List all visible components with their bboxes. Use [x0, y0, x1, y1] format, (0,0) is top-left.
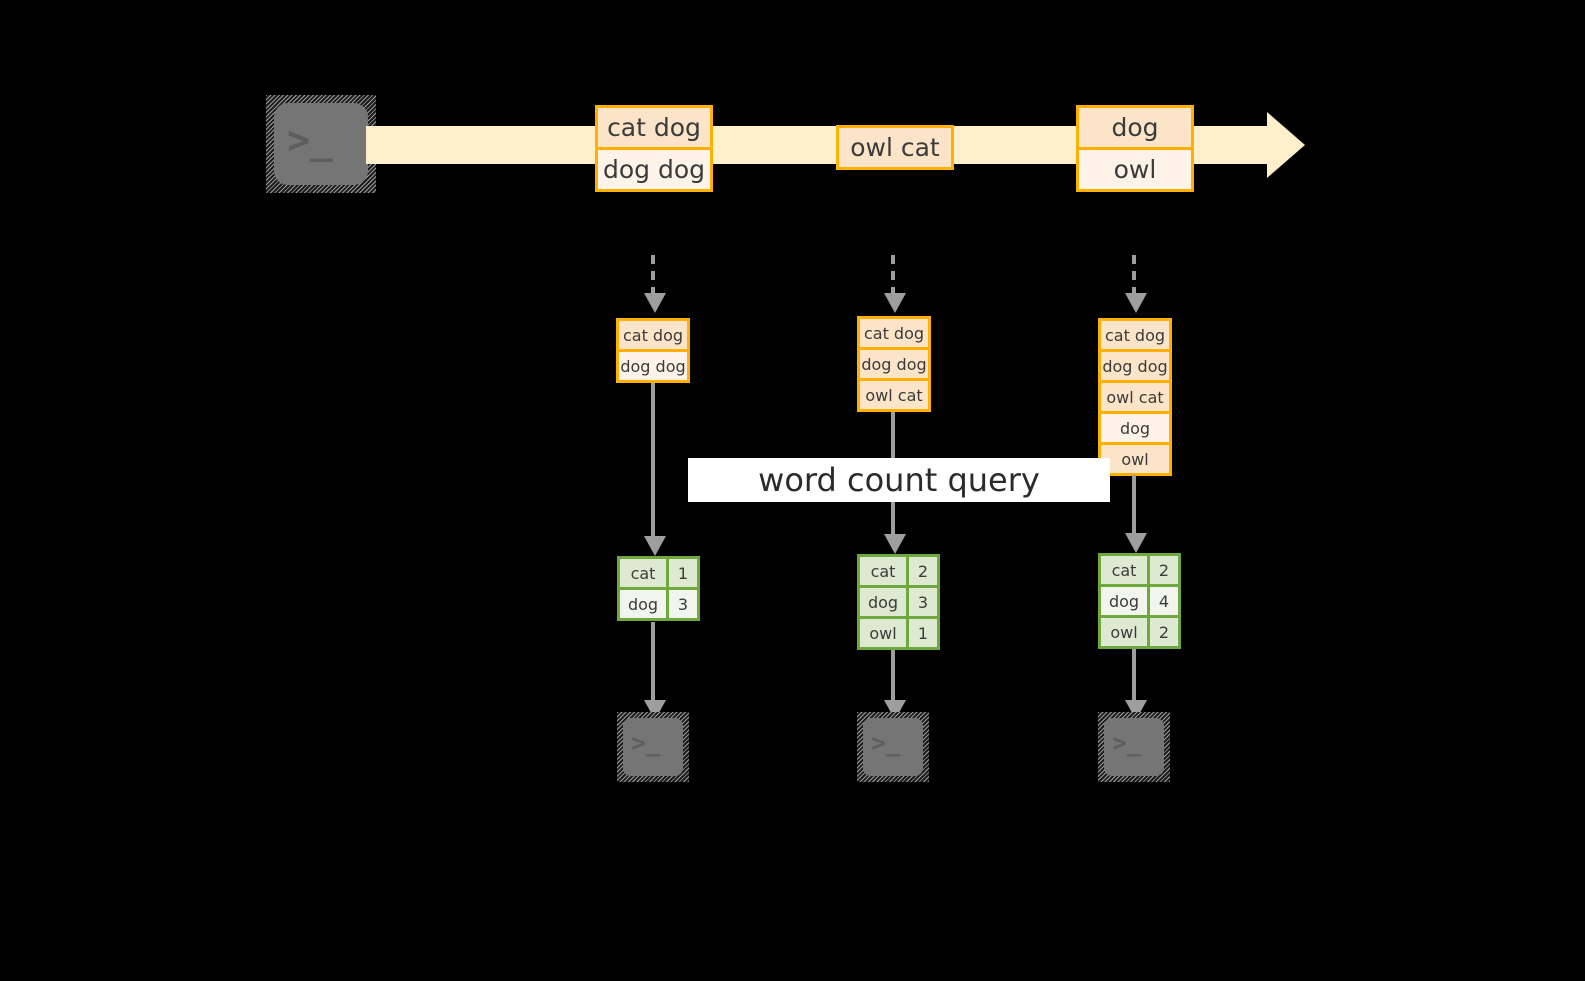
source-terminal-icon: >_: [266, 95, 376, 193]
result-word: dog: [620, 590, 666, 618]
snapshot-1-sink-line: [651, 622, 655, 702]
input-record: owl cat: [1101, 383, 1169, 411]
snapshot-1-query-arrowhead: [644, 536, 666, 556]
stream-group-2: owl cat: [836, 125, 954, 170]
stream-record: owl cat: [839, 128, 951, 167]
snapshot-3-result-table: cat 2 dog 4 owl 2: [1098, 553, 1181, 649]
stream-record: dog: [1079, 108, 1191, 147]
table-row: dog 4: [1101, 587, 1178, 615]
snapshot-1-query-line: [651, 383, 655, 538]
terminal-screen: >_: [274, 103, 368, 185]
snapshot-3-input-records: cat dog dog dog owl cat dog owl: [1098, 318, 1172, 476]
snapshot-link-2-arrowhead: [884, 293, 906, 313]
snapshot-2-input-records: cat dog dog dog owl cat: [857, 316, 931, 412]
stream-group-3: dog owl: [1076, 105, 1194, 192]
table-row: owl 2: [1101, 618, 1178, 646]
terminal-prompt-glyph: >_: [1112, 728, 1142, 757]
table-row: cat 1: [620, 559, 697, 587]
result-word: cat: [1101, 556, 1147, 584]
table-row: dog 3: [620, 590, 697, 618]
snapshot-2-query-arrowhead: [884, 534, 906, 554]
snapshot-link-1: [651, 255, 655, 295]
stream-record: cat dog: [598, 108, 710, 147]
input-record: dog dog: [619, 352, 687, 380]
snapshot-link-3: [1132, 255, 1136, 295]
table-row: dog 3: [860, 588, 937, 616]
snapshot-3-query-line: [1132, 475, 1136, 535]
result-count: 1: [909, 619, 937, 647]
terminal-screen: >_: [1104, 718, 1164, 776]
snapshot-2-sink-line: [891, 650, 895, 702]
result-word: owl: [860, 619, 906, 647]
snapshot-2-sink-terminal-icon: >_: [857, 712, 929, 782]
input-record: cat dog: [860, 319, 928, 347]
result-count: 3: [909, 588, 937, 616]
result-word: dog: [860, 588, 906, 616]
input-record: cat dog: [619, 321, 687, 349]
result-count: 3: [669, 590, 697, 618]
snapshot-3-query-arrowhead: [1125, 533, 1147, 553]
input-record: dog: [1101, 414, 1169, 442]
event-stream-arrowhead: [1267, 112, 1305, 178]
snapshot-3-sink-line: [1132, 649, 1136, 702]
result-count: 2: [1150, 618, 1178, 646]
snapshot-3-sink-terminal-icon: >_: [1098, 712, 1170, 782]
stream-record: owl: [1079, 150, 1191, 189]
snapshot-1-sink-terminal-icon: >_: [617, 712, 689, 782]
input-record: cat dog: [1101, 321, 1169, 349]
result-count: 2: [1150, 556, 1178, 584]
result-count: 2: [909, 557, 937, 585]
input-record: dog dog: [860, 350, 928, 378]
query-banner: word count query: [688, 458, 1110, 502]
terminal-prompt-glyph: >_: [631, 728, 661, 757]
result-count: 4: [1150, 587, 1178, 615]
input-record: dog dog: [1101, 352, 1169, 380]
stream-group-1: cat dog dog dog: [595, 105, 713, 192]
terminal-prompt-glyph: >_: [287, 118, 333, 163]
result-word: cat: [860, 557, 906, 585]
snapshot-link-2: [891, 255, 895, 295]
snapshot-2-result-table: cat 2 dog 3 owl 1: [857, 554, 940, 650]
table-row: cat 2: [860, 557, 937, 585]
terminal-prompt-glyph: >_: [871, 728, 901, 757]
result-word: cat: [620, 559, 666, 587]
result-word: owl: [1101, 618, 1147, 646]
snapshot-1-result-table: cat 1 dog 3: [617, 556, 700, 621]
snapshot-1-input-records: cat dog dog dog: [616, 318, 690, 383]
terminal-screen: >_: [623, 718, 683, 776]
table-row: owl 1: [860, 619, 937, 647]
input-record: owl cat: [860, 381, 928, 409]
stream-record: dog dog: [598, 150, 710, 189]
input-record: owl: [1101, 445, 1169, 473]
result-word: dog: [1101, 587, 1147, 615]
table-row: cat 2: [1101, 556, 1178, 584]
snapshot-link-1-arrowhead: [644, 293, 666, 313]
result-count: 1: [669, 559, 697, 587]
snapshot-link-3-arrowhead: [1125, 293, 1147, 313]
terminal-screen: >_: [863, 718, 923, 776]
query-banner-label: word count query: [758, 461, 1040, 499]
